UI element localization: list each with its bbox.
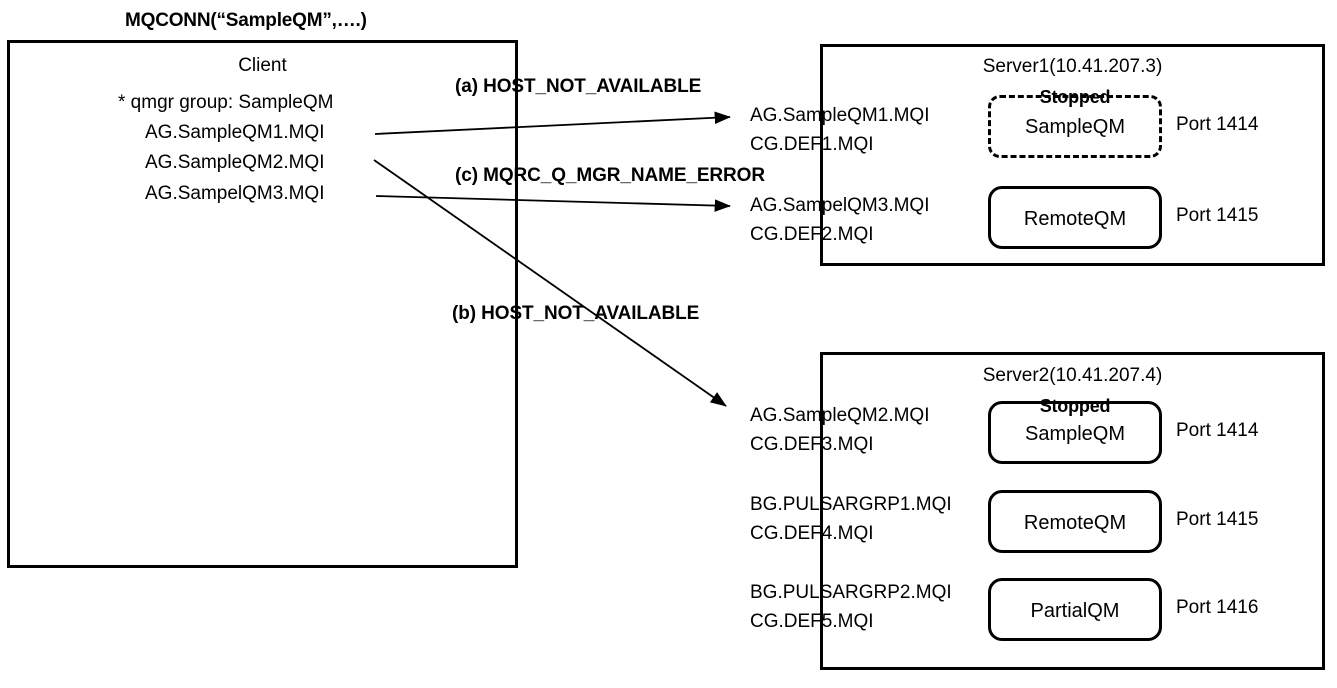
server1-qmgr-sampleqm-status: Stopped: [1039, 87, 1111, 107]
server2-port-1414: Port 1414: [1176, 420, 1259, 441]
server1-qmgr-sampleqm-name: SampleQM: [1024, 116, 1126, 138]
server2-channel-1-line2: CG.DEF3.MQI: [750, 434, 874, 455]
client-qmgr-group-line: * qmgr group: SampleQM: [118, 92, 334, 113]
server2-heading: Server2(10.41.207.4): [982, 365, 1163, 386]
arrow-label-b: (b) HOST_NOT_AVAILABLE: [452, 303, 700, 324]
diagram-title: MQCONN(“SampleQM”,….): [125, 10, 367, 31]
server2-qmgr-sampleqm-box[interactable]: Stopped SampleQM: [988, 396, 1162, 464]
server1-qmgr-remoteqm-name: RemoteQM: [1023, 208, 1127, 230]
server2-port-1416: Port 1416: [1176, 597, 1259, 618]
server1-channel-1-line2: CG.DEF1.MQI: [750, 134, 874, 155]
server2-qmgr-partialqm-box[interactable]: PartialQM: [988, 578, 1162, 641]
server1-port-1414: Port 1414: [1176, 114, 1259, 135]
server2-channel-3-line1: BG.PULSARGRP2.MQI: [750, 582, 952, 603]
server1-channel-2-line1: AG.SampelQM3.MQI: [750, 195, 930, 216]
server1-qmgr-remoteqm-box[interactable]: RemoteQM: [988, 186, 1162, 249]
client-channel-1: AG.SampleQM1.MQI: [145, 122, 325, 143]
server1-port-1415: Port 1415: [1176, 205, 1259, 226]
client-heading: Client: [238, 55, 287, 76]
server2-qmgr-sampleqm-status: Stopped: [1039, 396, 1111, 416]
server1-qmgr-sampleqm-box[interactable]: Stopped SampleQM: [988, 87, 1162, 158]
client-box: [7, 40, 518, 568]
server1-channel-1-line1: AG.SampleQM1.MQI: [750, 105, 930, 126]
server1-channel-2-line2: CG.DEF2.MQI: [750, 224, 874, 245]
server2-channel-2-line1: BG.PULSARGRP1.MQI: [750, 494, 952, 515]
server2-channel-1-line1: AG.SampleQM2.MQI: [750, 405, 930, 426]
client-channel-2: AG.SampleQM2.MQI: [145, 152, 325, 173]
server2-port-1415: Port 1415: [1176, 509, 1259, 530]
arrow-label-c: (c) MQRC_Q_MGR_NAME_ERROR: [455, 165, 765, 186]
server2-qmgr-partialqm-name: PartialQM: [1030, 600, 1120, 622]
server2-channel-3-line2: CG.DEF5.MQI: [750, 611, 874, 632]
client-channel-3: AG.SampelQM3.MQI: [145, 183, 325, 204]
server1-heading: Server1(10.41.207.3): [982, 56, 1163, 77]
server2-qmgr-remoteqm-box[interactable]: RemoteQM: [988, 490, 1162, 553]
arrow-label-a: (a) HOST_NOT_AVAILABLE: [455, 76, 702, 97]
server2-qmgr-sampleqm-name: SampleQM: [1024, 423, 1126, 445]
server2-box: [820, 352, 1325, 670]
server1-box: [820, 44, 1325, 266]
server2-channel-2-line2: CG.DEF4.MQI: [750, 523, 874, 544]
server2-qmgr-remoteqm-name: RemoteQM: [1023, 512, 1127, 534]
